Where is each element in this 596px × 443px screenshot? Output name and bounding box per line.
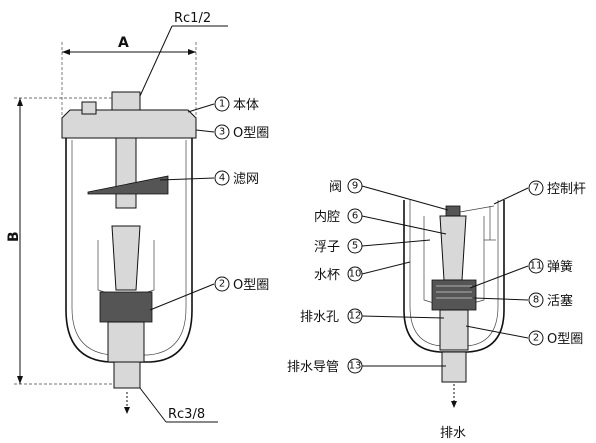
callout-12-circle — [347, 308, 363, 324]
callout-4-circle — [214, 170, 230, 186]
callout-7-circle — [528, 180, 544, 196]
callout-8-circle — [528, 292, 544, 308]
dimension-a — [61, 42, 197, 118]
dimension-a-label: A — [118, 35, 129, 51]
rc-bottom-label: Rc3/8 — [168, 407, 205, 422]
callout-1-text: 本体 — [233, 98, 259, 113]
dimension-b-label: B — [6, 231, 22, 242]
rc-top-label: Rc1/2 — [174, 11, 211, 26]
callout-11-text: 弹簧 — [547, 259, 573, 275]
callout-7-text: 控制杆 — [547, 182, 586, 197]
callout-8-number: 8 — [533, 295, 539, 306]
callout-7-number: 7 — [533, 183, 539, 194]
callout-5-text: 浮子 — [314, 240, 340, 255]
left-filter-drawing — [61, 91, 197, 389]
callout-12-text: 排水孔 — [300, 310, 339, 325]
callout-3-number: 3 — [219, 127, 225, 138]
callout-12-number: 12 — [349, 311, 362, 322]
callout-6-text: 内腔 — [314, 209, 340, 225]
dimension-b — [14, 97, 114, 385]
callout-1-number: 1 — [219, 99, 225, 110]
callout-6-number: 6 — [352, 211, 358, 222]
callout-8-text: 活塞 — [547, 293, 573, 309]
callout-5-number: 5 — [352, 241, 358, 252]
callout-13-text: 排水导管 — [287, 360, 339, 375]
callout-9-number: 9 — [352, 181, 358, 192]
callout-11-number: 11 — [530, 261, 543, 272]
callout-2-right-number: 2 — [533, 333, 539, 344]
callout-2-right-circle — [528, 330, 544, 346]
drain-label: 排水 — [440, 426, 466, 441]
callout-6-circle — [347, 208, 363, 224]
callout-2-left-circle — [214, 276, 230, 292]
callout-4-text: 滤网 — [233, 172, 259, 187]
callout-2-left-number: 2 — [219, 279, 225, 290]
callout-10-circle — [347, 266, 363, 282]
callout-9-circle — [347, 178, 363, 194]
callout-13-number: 13 — [349, 361, 362, 372]
callout-3-text: O型圈 — [233, 126, 269, 141]
callout-11-circle — [528, 258, 544, 274]
callout-13-circle — [347, 358, 363, 374]
callout-10-number: 10 — [349, 269, 362, 280]
right-drain-drawing — [403, 200, 505, 383]
callout-9-text: 阀 — [329, 180, 342, 195]
callout-2-right-text: O型圈 — [547, 332, 583, 347]
callout-5-circle — [347, 238, 363, 254]
callout-4-number: 4 — [219, 173, 225, 184]
callout-3-circle — [214, 124, 230, 140]
callout-1-circle — [214, 96, 230, 112]
callout-10-text: 水杯 — [314, 268, 340, 283]
callout-2-left-text: O型圈 — [233, 278, 269, 293]
